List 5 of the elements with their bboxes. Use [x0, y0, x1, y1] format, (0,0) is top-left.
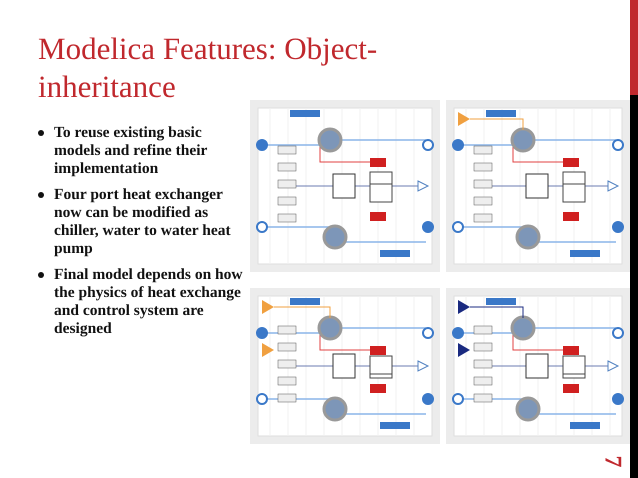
slide-title: Modelica Features: Object-inheritance: [38, 30, 378, 106]
bullet-text: To reuse existing basic models and refine their implementation: [54, 124, 208, 177]
bullet-text: Final model depends on how the physics of heat exchange and control system are designed: [54, 266, 243, 337]
page-number: 7: [598, 456, 626, 468]
bullet-text: Four port heat exchanger now can be modified as chiller, water to water heat pump: [54, 186, 231, 257]
